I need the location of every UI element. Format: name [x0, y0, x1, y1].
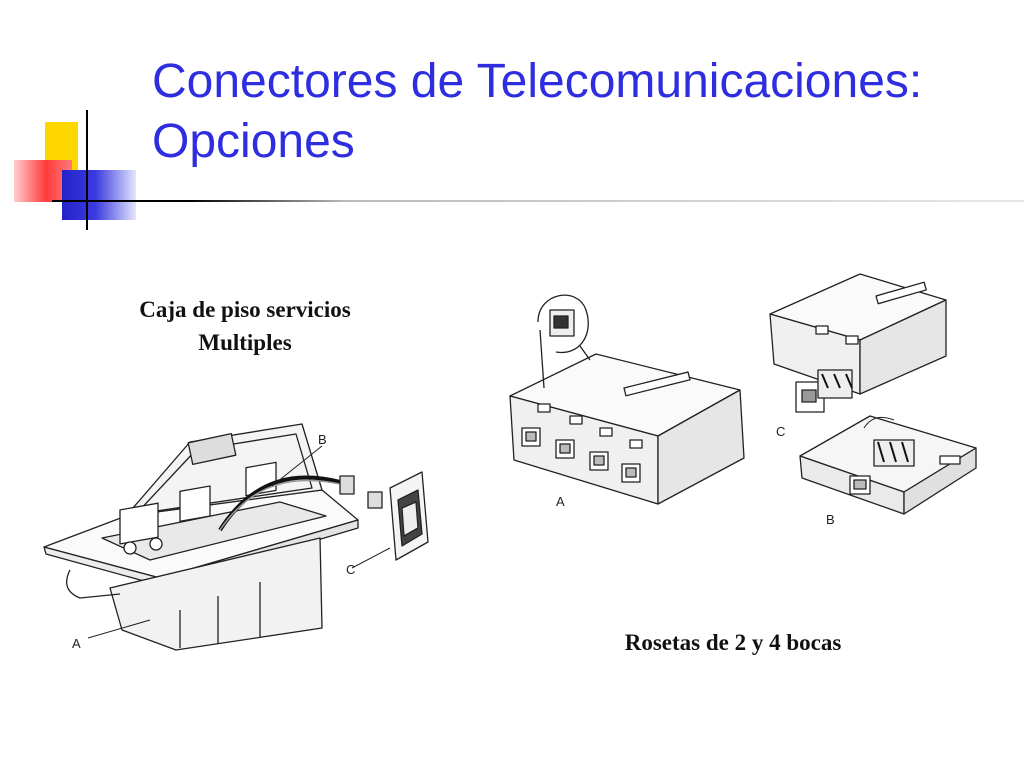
rosette-label-b: B	[826, 512, 835, 527]
slide-title-line1: Conectores de Telecomunicaciones:	[152, 55, 923, 108]
floor-box-label-c: C	[346, 562, 355, 577]
logo-vertical-line	[86, 110, 88, 230]
floor-box-caption-line2: Multiples	[198, 330, 292, 355]
floor-box-caption-line1: Caja de piso servicios	[139, 297, 351, 322]
floor-box-drawing: B C A	[40, 420, 440, 660]
title-underline	[52, 200, 1024, 202]
rosettes-drawing: A C B	[500, 270, 990, 530]
rosette-label-c: C	[776, 424, 785, 439]
slide-title-line2: Opciones	[152, 115, 355, 168]
floor-box-label-a: A	[72, 636, 81, 651]
rosettes-caption: Rosetas de 2 y 4 bocas	[624, 630, 842, 655]
floor-box-label-b: B	[318, 432, 327, 447]
logo-blue-square	[62, 170, 136, 220]
floor-box-caption: Caja de piso servicios Multiples	[95, 293, 395, 359]
slide-title: Conectores de Telecomunicaciones: Opcion…	[152, 52, 1012, 172]
rosette-label-a: A	[556, 494, 565, 509]
